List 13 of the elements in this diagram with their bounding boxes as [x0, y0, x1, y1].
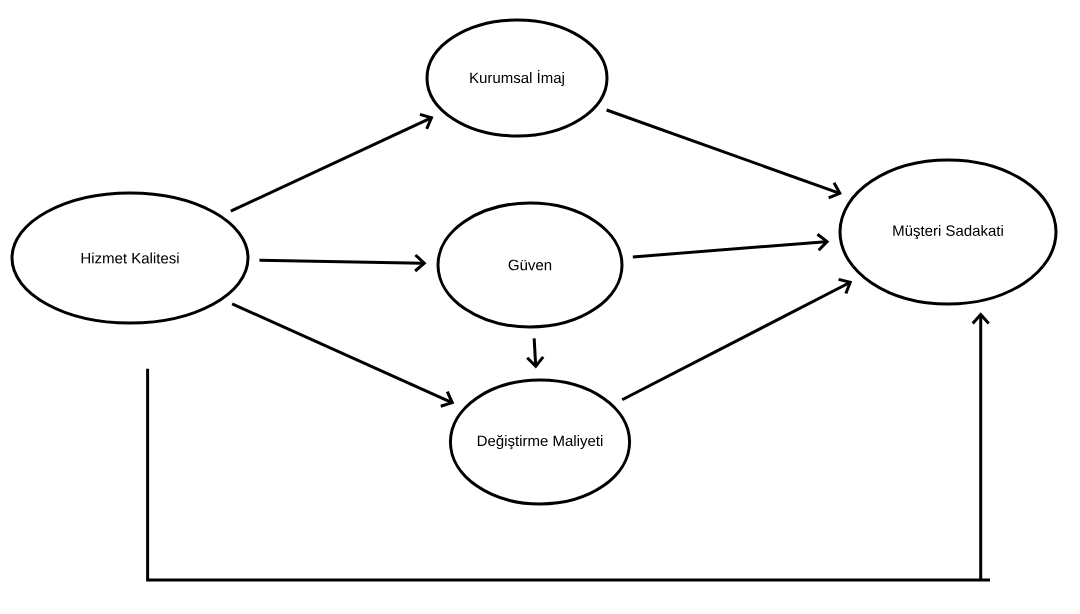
- ellipse-node: Hizmet Kalitesi: [10, 191, 250, 325]
- arrow: [526, 338, 545, 369]
- arrow: [632, 233, 830, 259]
- ellipse-node: Güven: [436, 201, 624, 329]
- arrow: [621, 277, 853, 402]
- ellipse-node: Değiştirme Maliyeti: [448, 378, 632, 506]
- arrow: [231, 302, 455, 408]
- arrow: [259, 253, 427, 273]
- ellipse-node: Kurumsal İmaj: [425, 18, 609, 138]
- arrow: [230, 112, 434, 213]
- arrow: [606, 108, 842, 200]
- ellipse-node: Müşteri Sadakati: [838, 158, 1058, 306]
- arrow: [146, 312, 992, 582]
